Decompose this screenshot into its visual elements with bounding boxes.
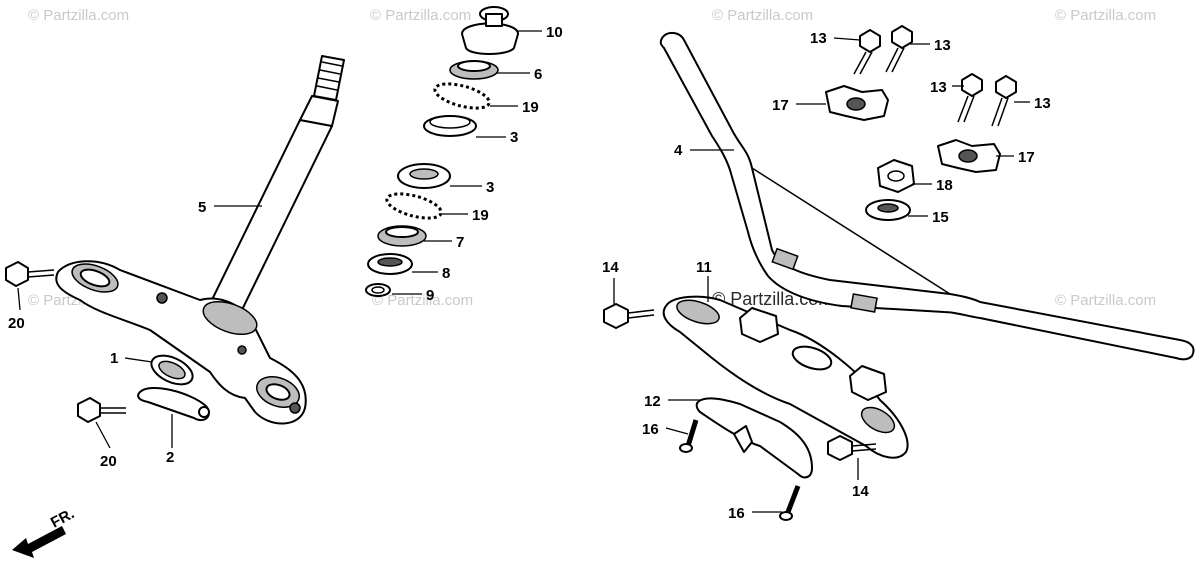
part-11-upper-bracket xyxy=(662,295,909,459)
watermark-text: © Partzilla.com xyxy=(1055,7,1156,24)
part-13-bolt-2 xyxy=(885,25,913,73)
callout-8: 8 xyxy=(442,265,450,282)
callout-7: 7 xyxy=(456,234,464,251)
watermark-text: © Partzilla.com xyxy=(1055,292,1156,309)
callout-20-upper: 20 xyxy=(8,315,25,332)
part-19-bearing-upper xyxy=(433,82,491,110)
part-20-bolt-upper xyxy=(5,261,55,287)
part-1-ring xyxy=(150,354,194,386)
part-3-race-upper xyxy=(423,115,477,137)
part-15-washer xyxy=(865,199,911,221)
callout-16-upper: 16 xyxy=(642,421,659,438)
callout-15: 15 xyxy=(932,209,949,226)
callout-4: 4 xyxy=(674,142,683,159)
callout-3-upper: 3 xyxy=(510,129,518,146)
steering-stem xyxy=(205,55,345,319)
watermark-text: © Partzilla.com xyxy=(372,292,473,309)
callout-5: 5 xyxy=(198,199,206,216)
part-19-bearing-lower xyxy=(385,192,443,220)
part-13-bolt-1 xyxy=(853,29,881,75)
part-14-bolt-left xyxy=(603,303,655,329)
callout-13-d: 13 xyxy=(1034,95,1051,112)
part-18-nut xyxy=(877,159,915,193)
part-14-bolt-right xyxy=(827,435,877,461)
part-4-handlebar xyxy=(659,32,1195,361)
callout-1: 1 xyxy=(110,350,118,367)
callout-3-lower: 3 xyxy=(486,179,494,196)
callout-17-upper: 17 xyxy=(772,97,789,114)
callout-12: 12 xyxy=(644,393,661,410)
part-17-holder-upper xyxy=(825,85,889,121)
part-8-seal xyxy=(367,253,413,275)
callout-11: 11 xyxy=(696,259,712,276)
callout-13-b: 13 xyxy=(934,37,951,54)
callout-10: 10 xyxy=(546,24,563,41)
callout-13-c: 13 xyxy=(930,79,947,96)
callout-13-a: 13 xyxy=(810,30,827,47)
callout-9: 9 xyxy=(426,287,434,304)
part-13-bolt-3 xyxy=(957,73,983,123)
callout-labels: 1 2 3 3 4 5 6 7 8 9 10 11 12 13 13 13 13… xyxy=(8,24,1051,522)
callout-19-upper: 19 xyxy=(522,99,539,116)
part-12-plate xyxy=(695,397,813,479)
part-2-cable-guide xyxy=(137,387,210,422)
watermark-text: © Partzilla.com xyxy=(370,7,471,24)
callout-19-lower: 19 xyxy=(472,207,489,224)
callout-18: 18 xyxy=(936,177,953,194)
part-17-holder-lower xyxy=(937,139,1001,173)
part-6-race xyxy=(449,60,499,80)
watermark-text: © Partzilla.com xyxy=(712,7,813,24)
callout-2: 2 xyxy=(166,449,174,466)
leader-lines xyxy=(17,30,1030,513)
front-label: FR. xyxy=(48,505,77,531)
callout-6: 6 xyxy=(534,66,542,83)
callout-20-lower: 20 xyxy=(100,453,117,470)
front-direction-indicator: FR. xyxy=(12,505,77,558)
part-20-bolt-lower xyxy=(77,397,126,423)
watermark-text: © Partzilla.com xyxy=(28,7,129,24)
callout-16-lower: 16 xyxy=(728,505,745,522)
part-9-washer xyxy=(365,283,391,297)
part-7-race xyxy=(377,225,427,247)
part-13-bolt-4 xyxy=(991,75,1017,127)
part-16-bolt-lower xyxy=(779,485,801,521)
part-10-cap xyxy=(461,6,519,55)
lower-fork-bracket xyxy=(55,260,307,425)
callout-14-right: 14 xyxy=(852,483,869,500)
part-16-bolt-upper xyxy=(679,419,699,453)
part-3-race-lower xyxy=(397,163,451,189)
callout-14-left: 14 xyxy=(602,259,619,276)
callout-17-lower: 17 xyxy=(1018,149,1035,166)
